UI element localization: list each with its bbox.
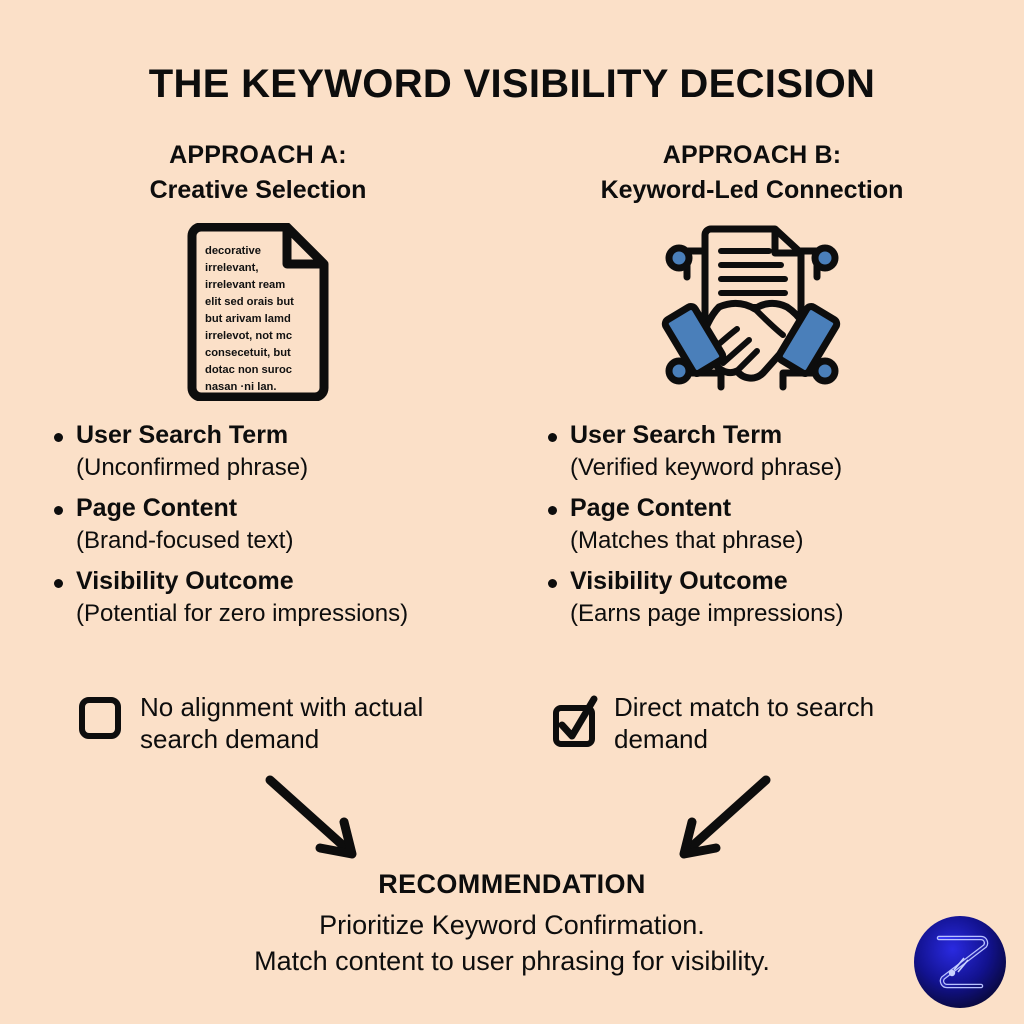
bullet-title: User Search Term: [570, 421, 783, 449]
approach-a-bullet-list: User Search Term (Unconfirmed phrase) Pa…: [28, 419, 488, 630]
list-item: Visibility Outcome (Potential for zero i…: [28, 565, 488, 629]
circuit-node: [665, 244, 693, 272]
recommendation-block: RECOMMENDATION Prioritize Keyword Confir…: [0, 868, 1024, 980]
approach-a-summary-text: No alignment with actual search demand: [140, 692, 424, 754]
bullet-subtitle: (Potential for zero impressions): [76, 600, 409, 628]
bullet-subtitle: (Unconfirmed phrase): [76, 454, 309, 481]
bullet-title: Page Content: [570, 494, 732, 523]
bullet-title: Page Content: [76, 494, 238, 523]
list-item: User Search Term (Unconfirmed phrase): [28, 419, 488, 483]
bullet-title: Visibility Outcome: [76, 567, 294, 596]
checkbox-box-icon: [553, 705, 595, 747]
bullet-title: User Search Term: [76, 421, 289, 449]
handshake-graphic: [661, 299, 841, 382]
doc-line: irrelevant,: [205, 262, 258, 274]
document-with-filler-text-icon: decorative irrelevant, irrelevant ream e…: [187, 223, 329, 401]
arrow-down-left-icon: [679, 775, 771, 859]
checkmark-icon: [558, 695, 598, 740]
checked-checkbox[interactable]: [552, 695, 598, 747]
arrow-down-right-icon: [265, 775, 357, 859]
left-cuff: [661, 303, 727, 377]
doc-line: decorative: [205, 245, 261, 257]
approach-a-subhead: Creative Selection: [149, 175, 367, 204]
approach-b-summary-row: Direct match to search demand: [552, 692, 952, 755]
approach-b-column: APPROACH B: Keyword-Led Connection: [522, 140, 982, 639]
bullet-subtitle: (Brand-focused text): [76, 527, 294, 555]
doc-line: nasan ·ni lan.: [205, 381, 277, 393]
bullet-subtitle: (Matches that phrase): [570, 527, 804, 555]
approach-b-subhead: Keyword-Led Connection: [600, 175, 904, 204]
bullet-title: Visibility Outcome: [570, 567, 788, 596]
approach-a-column: APPROACH A: Creative Selection decorativ…: [28, 140, 488, 639]
doc-line: dotac non suroc: [205, 364, 292, 376]
doc-line: consecetuit, but: [205, 347, 291, 359]
logo-circuit-detail: [948, 957, 969, 977]
recommendation-line-1: Prioritize Keyword Confirmation.: [319, 910, 705, 941]
circuit-node: [811, 244, 839, 272]
approach-a-summary-row: No alignment with actual search demand: [78, 692, 498, 755]
circuit-node: [811, 357, 839, 385]
approach-b-summary-text: Direct match to search demand: [614, 692, 875, 754]
list-item: Page Content (Brand-focused text): [28, 492, 488, 556]
recommendation-heading: RECOMMENDATION: [378, 869, 646, 899]
list-item: Page Content (Matches that phrase): [522, 492, 982, 556]
right-cuff: [775, 303, 841, 377]
doc-line: irrelevant ream: [205, 279, 285, 291]
recommendation-body: Prioritize Keyword Confirmation. Match c…: [0, 908, 1024, 979]
list-item: Visibility Outcome (Earns page impressio…: [522, 565, 982, 629]
bullet-subtitle: (Earns page impressions): [570, 600, 844, 628]
approach-a-icon-wrap: decorative irrelevant, irrelevant ream e…: [28, 221, 488, 401]
z-monogram-logo[interactable]: [912, 914, 1008, 1010]
bullet-subtitle: (Verified keyword phrase): [570, 454, 843, 481]
approach-a-eyebrow: APPROACH A:: [169, 141, 347, 169]
checkbox-box-icon: [79, 697, 121, 739]
approach-b-heading: APPROACH B: Keyword-Led Connection: [522, 140, 982, 205]
doc-line: but arivam lamd: [205, 313, 291, 325]
approach-b-icon-wrap: [522, 221, 982, 401]
page-title: THE KEYWORD VISIBILITY DECISION: [148, 62, 876, 106]
handshake-contract-icon: [661, 225, 841, 391]
list-item: User Search Term (Verified keyword phras…: [522, 419, 982, 483]
recommendation-line-2: Match content to user phrasing for visib…: [254, 946, 770, 977]
approach-b-bullet-list: User Search Term (Verified keyword phras…: [522, 419, 982, 630]
doc-line: irrelevot, not mc: [205, 330, 292, 342]
approach-b-eyebrow: APPROACH B:: [662, 141, 842, 169]
approach-a-heading: APPROACH A: Creative Selection: [28, 140, 488, 205]
unchecked-checkbox[interactable]: [78, 696, 122, 740]
document-filler-text: decorative irrelevant, irrelevant ream e…: [205, 245, 294, 393]
doc-line: elit sed orais but: [205, 296, 294, 308]
